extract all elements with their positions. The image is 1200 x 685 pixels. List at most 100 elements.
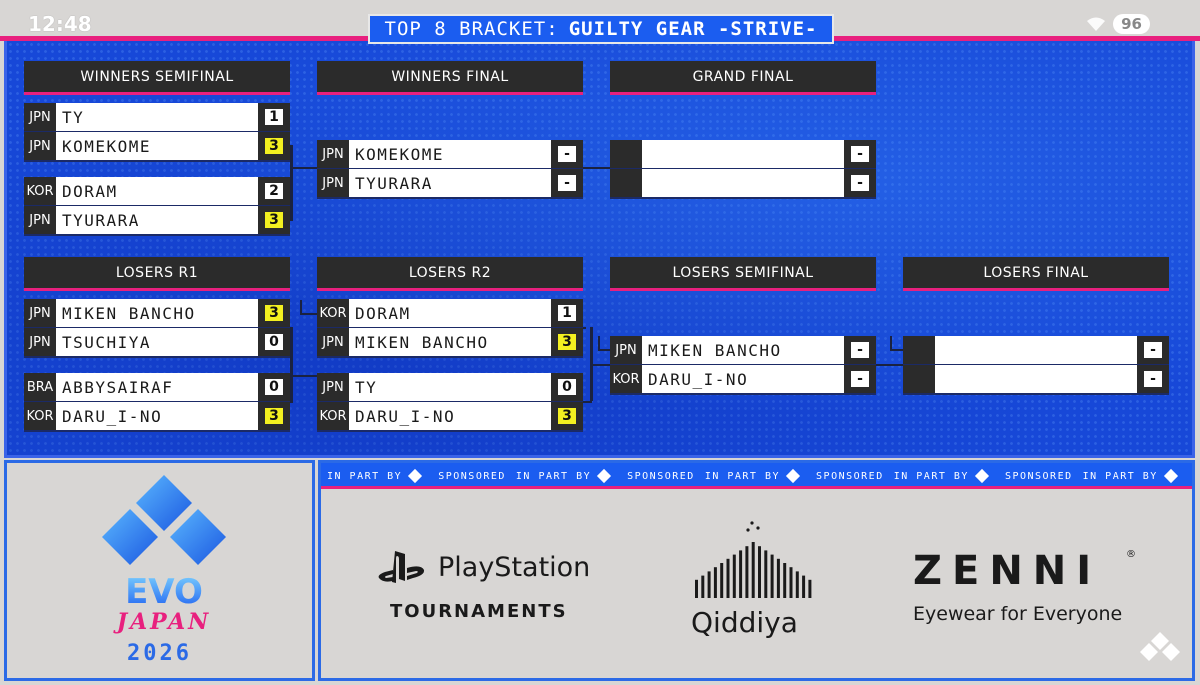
ticker-diamond-icon (597, 468, 612, 484)
event-year: 2026 (127, 641, 192, 666)
title-prefix: TOP 8 BRACKET: (384, 18, 559, 40)
player-name: TY (349, 373, 551, 401)
player-country: JPN (24, 206, 56, 234)
player-country: JPN (317, 373, 349, 401)
ticker-item: IN PART BY (705, 468, 806, 484)
player-name: MIKEN BANCHO (642, 336, 844, 364)
player-score: 3 (258, 206, 290, 234)
zenni-tagline: Eyewear for Everyone (913, 603, 1123, 625)
playstation-tournaments: TOURNAMENTS (390, 601, 568, 622)
score-value: 2 (265, 183, 283, 199)
player-name: DORAM (56, 177, 258, 205)
ticker-item: SPONSORED (627, 471, 695, 482)
player-row[interactable]: - (903, 365, 1169, 395)
player-country: JPN (317, 169, 349, 197)
qiddiya-wordmark: Qiddiya (691, 606, 798, 639)
score-value: 3 (265, 408, 283, 424)
bracket-connector (290, 145, 293, 219)
evo-japan-wordmark: EVO JAPAN (113, 573, 212, 635)
ticker-text: IN PART BY (893, 470, 969, 482)
score-value: - (851, 371, 869, 387)
player-name: TYURARA (56, 206, 258, 234)
player-score: - (1137, 336, 1169, 364)
player-name (642, 140, 844, 168)
bracket-connector (300, 300, 302, 314)
score-value: - (558, 146, 576, 162)
evo-wordmark-text: EVO (125, 573, 203, 612)
player-score: 3 (258, 402, 290, 430)
player-name: DORAM (349, 299, 551, 327)
bracket-connector (290, 401, 293, 403)
player-country: JPN (24, 132, 56, 160)
zenni-registered-mark: ® (1126, 549, 1136, 560)
bracket-connector (583, 327, 586, 329)
title-game: GUILTY GEAR -STRIVE- (568, 18, 818, 40)
bracket-connector (290, 219, 293, 221)
ticker-diamond-icon (1163, 468, 1178, 484)
sponsor-panel: IN PART BY SPONSORED IN PART BY SPONSORED IN… (318, 460, 1195, 681)
status-time: 12:48 (28, 12, 92, 36)
ticker-item: SPONSORED (1005, 471, 1073, 482)
ticker-item: SPONSORED (816, 471, 884, 482)
score-value: 3 (558, 408, 576, 424)
ticker-text: SPONSORED (627, 470, 695, 482)
player-score: - (844, 365, 876, 393)
evo-mark-icon (1140, 632, 1180, 661)
round-header-winners-final: WINNERS FINAL (317, 61, 583, 95)
score-value: - (1144, 342, 1162, 358)
ticker-diamond-icon (974, 468, 990, 484)
player-score: 1 (551, 299, 583, 327)
player-country: KOR (317, 402, 349, 430)
bracket-connector (591, 364, 610, 366)
ticker-item: SPONSORED (438, 471, 506, 482)
player-name (935, 365, 1137, 393)
round-header-losers-r2: LOSERS R2 (317, 257, 583, 291)
japan-wordmark-text: JAPAN (113, 609, 212, 635)
playstation-wordmark: PlayStation (438, 552, 591, 583)
score-value: 3 (558, 334, 576, 350)
bracket-connector (290, 327, 293, 401)
player-name: KOMEKOME (56, 132, 258, 160)
player-row[interactable]: - (610, 169, 876, 199)
player-row[interactable]: - (610, 140, 876, 170)
player-score: 0 (551, 373, 583, 401)
player-row[interactable]: - (903, 336, 1169, 366)
bracket-connector (890, 349, 903, 351)
player-country (903, 365, 935, 393)
player-country: KOR (317, 299, 349, 327)
player-name: DARU_I-NO (56, 402, 258, 430)
playstation-icon (378, 551, 425, 583)
player-score: - (844, 169, 876, 197)
bracket-connector (291, 375, 317, 377)
player-country: JPN (317, 140, 349, 168)
ticker-text: SPONSORED (816, 470, 884, 482)
score-value: 0 (265, 379, 283, 395)
ticker-text: IN PART BY (1082, 470, 1158, 482)
player-score: 3 (551, 402, 583, 430)
player-name (642, 169, 844, 197)
bracket-connector (583, 401, 592, 403)
ticker-diamond-icon (785, 468, 801, 484)
player-country: JPN (24, 103, 56, 131)
player-country: KOR (24, 402, 56, 430)
player-country (903, 336, 935, 364)
sponsor-ticker: IN PART BY SPONSORED IN PART BY SPONSORED IN… (321, 463, 1192, 489)
player-country: KOR (610, 365, 642, 393)
evo-diamond-icon (102, 475, 226, 565)
